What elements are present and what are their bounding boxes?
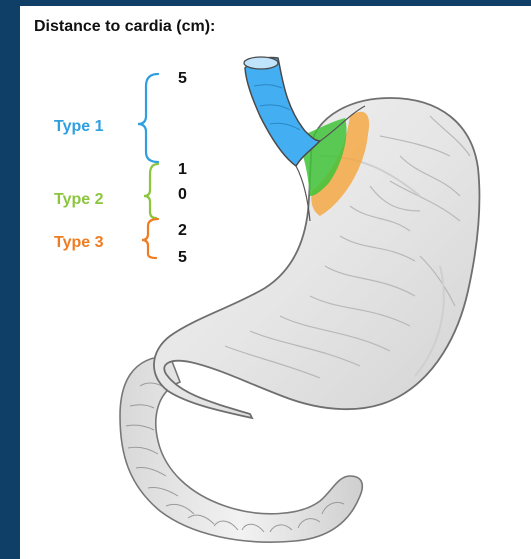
esophagus: [244, 57, 320, 166]
diagram-panel: Distance to cardia (cm): Type 1 Type 2 T…: [20, 6, 531, 559]
type-3-bracket: [142, 219, 158, 258]
type-1-bracket: [138, 74, 158, 162]
stomach-diagram: [20, 6, 531, 559]
type-2-bracket: [144, 164, 158, 218]
